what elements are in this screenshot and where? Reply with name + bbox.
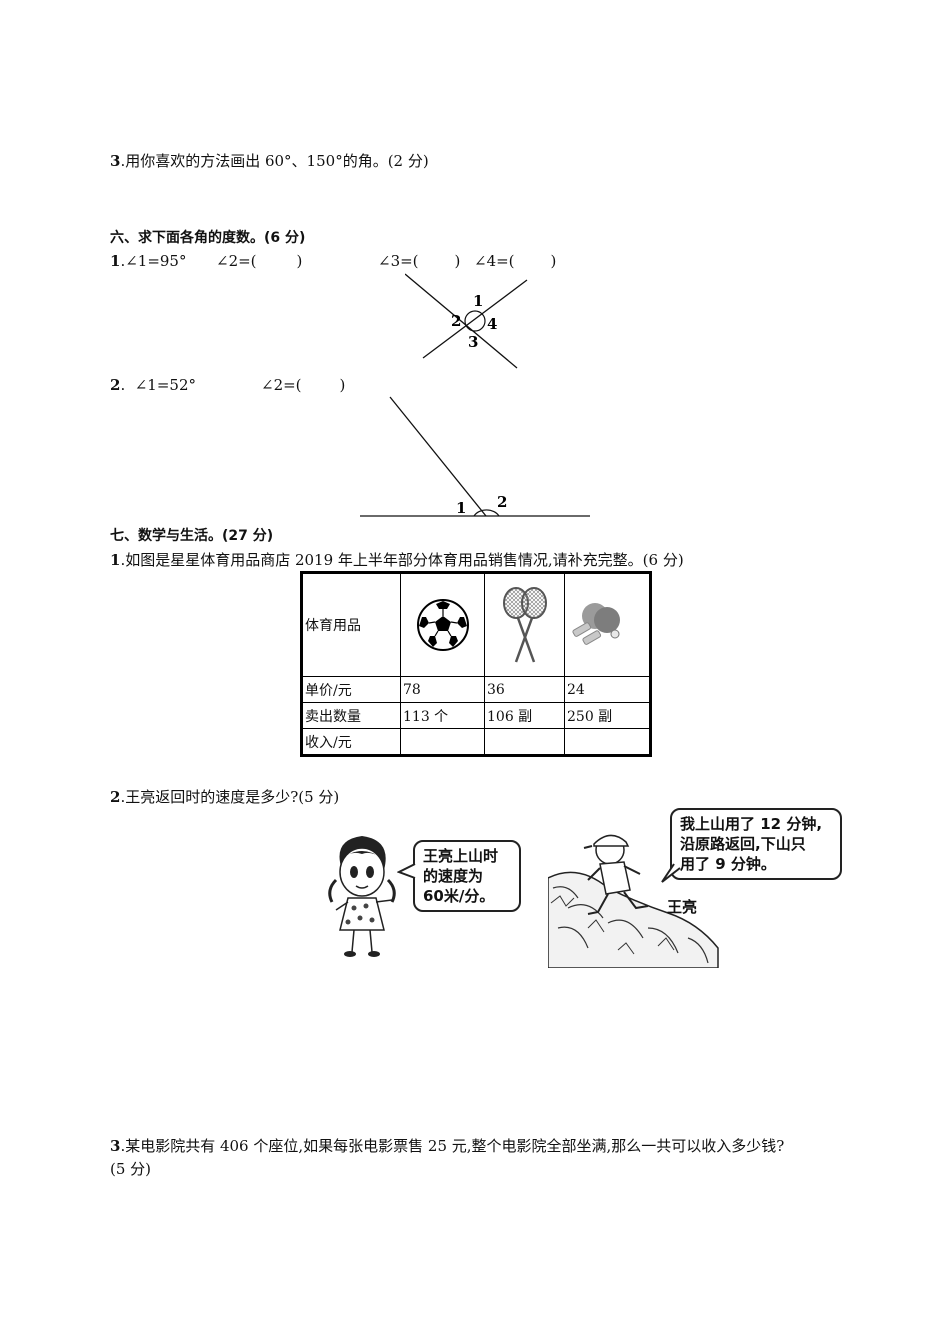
question-number: 1 xyxy=(110,252,121,270)
girl-illustration xyxy=(328,836,396,957)
section-6-title: 六、求下面各角的度数。(6 分) xyxy=(110,230,306,246)
boy-mountain-illustration xyxy=(548,834,719,968)
row-label: 单价/元 xyxy=(301,676,401,703)
angle-label-2: 2 xyxy=(497,493,507,511)
answer-cell[interactable] xyxy=(400,728,485,756)
angle-label-1: 1 xyxy=(456,499,466,517)
question-6-1: 1.∠1=95° xyxy=(110,252,186,270)
straight-angle-figure: 1 2 xyxy=(360,396,590,517)
row-label: 收入/元 xyxy=(301,728,401,756)
badminton-rackets-icon xyxy=(502,587,547,663)
table-cell: 250 副 xyxy=(564,702,651,729)
question-text: .王亮返回时的速度是多少?(5 分) xyxy=(120,788,340,806)
table-row: 单价/元 78 36 24 xyxy=(301,676,651,703)
angle-2-blank: ∠2=() xyxy=(261,376,346,394)
question-number: 2 xyxy=(110,376,121,394)
table-row: 体育用品 xyxy=(301,572,651,677)
question-6-2: 2. ∠1=52° xyxy=(110,376,196,394)
bubble-tail xyxy=(661,863,681,883)
ping-pong-paddles-icon xyxy=(572,603,620,645)
angle-label-1: 1 xyxy=(473,292,483,310)
intersecting-lines-figure: 1 2 3 4 xyxy=(405,273,528,369)
question-text: .如图是星星体育用品商店 2019 年上半年部分体育用品销售情况,请补充完整。(… xyxy=(120,551,684,569)
sales-table: 体育用品 xyxy=(300,571,652,757)
question-3: 3.用你喜欢的方法画出 60°、150°的角。(2 分) xyxy=(110,150,429,171)
soccer-ball-cell xyxy=(400,572,485,677)
boy-name-label: 王亮 xyxy=(667,898,698,916)
angle-label-3: 3 xyxy=(468,333,478,351)
table-cell: 78 xyxy=(400,676,485,703)
question-number: 3 xyxy=(110,1137,121,1155)
table-cell: 36 xyxy=(484,676,565,703)
question-number: 3 xyxy=(110,152,121,170)
soccer-ball-icon xyxy=(416,599,469,651)
question-number: 2 xyxy=(110,788,121,806)
question-7-3: 3.某电影院共有 406 个座位,如果每张电影票售 25 元,整个电影院全部坐满… xyxy=(110,1135,784,1156)
question-number: 1 xyxy=(110,551,121,569)
table-header-cell: 体育用品 xyxy=(301,572,401,677)
question-7-1: 1.如图是星星体育用品商店 2019 年上半年部分体育用品销售情况,请补充完整。… xyxy=(110,549,684,570)
answer-cell[interactable] xyxy=(484,728,565,756)
table-cell: 113 个 xyxy=(400,702,485,729)
badminton-cell xyxy=(484,572,565,677)
angle-3-blank: ∠3=() xyxy=(378,252,461,270)
angle-1-given: .∠1=95° xyxy=(120,252,187,270)
boy-speech-bubble: 我上山用了 12 分钟, 沿原路返回,下山只 用了 9 分钟。 xyxy=(670,808,842,880)
question-text: .某电影院共有 406 个座位,如果每张电影票售 25 元,整个电影院全部坐满,… xyxy=(120,1137,785,1155)
question-7-3-points: (5 分) xyxy=(110,1160,152,1178)
table-cell: 106 副 xyxy=(484,702,565,729)
bubble-tail xyxy=(397,863,416,879)
section-7-title: 七、数学与生活。(27 分) xyxy=(110,528,274,544)
table-row: 卖出数量 113 个 106 副 250 副 xyxy=(301,702,651,729)
angle-label-2: 2 xyxy=(451,312,461,330)
row-label: 卖出数量 xyxy=(301,702,401,729)
answer-cell[interactable] xyxy=(564,728,651,756)
ping-pong-cell xyxy=(564,572,651,677)
question-text: .用你喜欢的方法画出 60°、150°的角。(2 分) xyxy=(120,152,429,170)
girl-speech-bubble: 王亮上山时 的速度为 60米/分。 xyxy=(413,840,521,912)
angle-4-blank: ∠4=() xyxy=(474,252,557,270)
angle-1-given: . ∠1=52° xyxy=(120,376,197,394)
angle-label-4: 4 xyxy=(487,315,497,333)
table-cell: 24 xyxy=(564,676,651,703)
table-row: 收入/元 xyxy=(301,728,651,756)
question-7-2: 2.王亮返回时的速度是多少?(5 分) xyxy=(110,786,339,807)
angle-2-blank: ∠2=() xyxy=(216,252,303,270)
